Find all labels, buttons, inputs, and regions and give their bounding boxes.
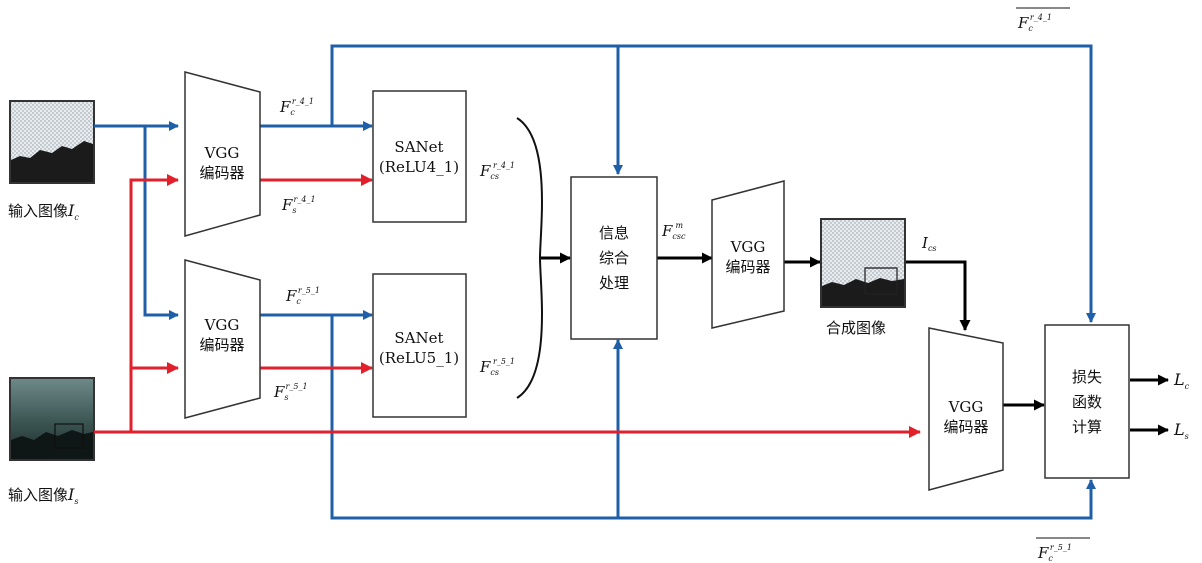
label-fs51: Fsr_5_1: [273, 382, 308, 402]
svg-text:SANet: SANet: [394, 138, 443, 156]
loss-block: 损失 函数 计算: [1044, 324, 1130, 479]
vgg-encoder-2: VGG 编码器: [184, 259, 261, 419]
svg-text:编码器: 编码器: [199, 336, 244, 354]
svg-text:VGG: VGG: [204, 316, 240, 334]
svg-text:VGG: VGG: [730, 238, 766, 256]
composite-image: [820, 218, 906, 308]
svg-text:(ReLU5_1): (ReLU5_1): [379, 349, 459, 367]
svg-text:编码器: 编码器: [199, 164, 244, 182]
label-fc41-bar: Fcr_4_1: [1016, 7, 1070, 33]
label-fc51: Fcr_5_1: [285, 286, 320, 306]
sanet-relu4: SANet (ReLU4_1): [372, 90, 467, 223]
svg-text:函数: 函数: [1072, 393, 1102, 411]
vgg-encoder-3: VGG 编码器: [711, 180, 785, 329]
svg-text:编码器: 编码器: [725, 258, 770, 276]
svg-text:信息: 信息: [599, 224, 629, 242]
label-fcs41: Fcsr_4_1: [479, 161, 515, 181]
sanet-relu5: SANet (ReLU5_1): [372, 273, 467, 418]
composite-to-vgg4-arrow: [906, 260, 971, 331]
label-fs41: Fsr_4_1: [281, 195, 316, 215]
svg-text:Fcr_4_1: Fcr_4_1: [1017, 13, 1052, 33]
label-fcs51: Fcsr_5_1: [479, 357, 515, 377]
svg-text:编码器: 编码器: [943, 418, 988, 436]
content-image: [9, 100, 95, 184]
content-image-label: 输入图像Ic: [8, 201, 79, 222]
svg-text:计算: 计算: [1072, 418, 1102, 436]
merge-bracket: [516, 117, 543, 399]
vgg-encoder-4: VGG 编码器: [928, 327, 1004, 491]
content-to-vgg2-arrow: [143, 126, 179, 320]
svg-text:VGG: VGG: [204, 144, 240, 162]
svg-text:(ReLU4_1): (ReLU4_1): [379, 158, 459, 176]
style-paths: [94, 174, 921, 438]
output-ls: Ls: [1173, 420, 1189, 441]
fusion-block: 信息 综合 处理: [570, 176, 658, 340]
svg-text:VGG: VGG: [948, 398, 984, 416]
svg-text:处理: 处理: [599, 274, 629, 292]
output-lc: Lc: [1173, 370, 1190, 391]
svg-text:Fcr_5_1: Fcr_5_1: [1037, 543, 1072, 563]
style-branch: [129, 174, 179, 432]
vgg-encoder-1: VGG 编码器: [184, 71, 261, 237]
style-image-label: 输入图像Is: [8, 485, 78, 506]
fc41-top-bus: [330, 44, 1096, 323]
composite-image-label: 合成图像: [826, 319, 886, 337]
label-fc51-bar: Fcr_5_1: [1036, 537, 1090, 563]
main-paths: [540, 252, 1169, 436]
svg-text:损失: 损失: [1072, 368, 1102, 386]
label-fc41: Fcr_4_1: [279, 97, 314, 117]
content-paths: [94, 44, 1096, 520]
style-image: [9, 377, 95, 461]
fc51-bottom-bus: [330, 315, 1096, 520]
svg-text:综合: 综合: [599, 249, 629, 267]
svg-text:SANet: SANet: [394, 329, 443, 347]
label-fcsc: Fcscm: [661, 221, 686, 241]
label-ics: Ics: [921, 234, 937, 253]
